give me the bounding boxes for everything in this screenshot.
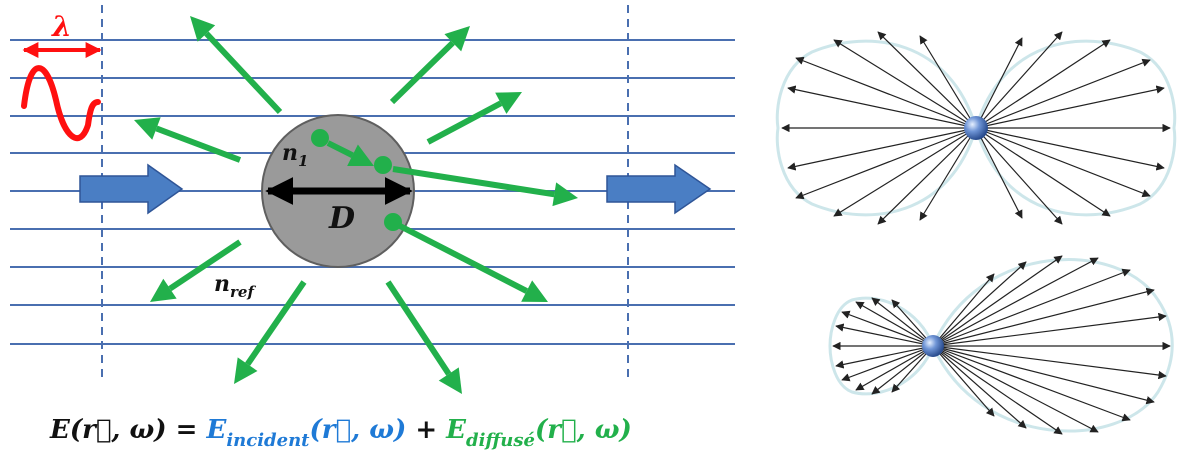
medium-index-label: nref — [214, 271, 256, 301]
ray-arrow — [795, 127, 977, 200]
ray-arrow — [932, 255, 1063, 347]
ray-arrow — [932, 345, 1063, 435]
ray-arrow — [975, 127, 1111, 217]
ray-arrow — [871, 297, 934, 347]
scattered-arrows — [134, 16, 522, 394]
ray-arrow — [932, 257, 1099, 347]
equation-incident: E — [205, 415, 227, 445]
incident-arrow-right — [606, 163, 712, 215]
scattered-arrow — [234, 280, 307, 384]
scattered-arrow — [426, 92, 522, 145]
equation-diffuse-args: (r⃗, ω) — [535, 415, 632, 445]
rayleigh-lobe-left — [775, 39, 978, 217]
ray-arrow — [919, 35, 977, 129]
wavelength-indicator: λ — [21, 10, 102, 141]
mie-lobe-forward — [931, 258, 1174, 433]
ray-arrow — [932, 268, 1131, 347]
ray-arrow — [787, 127, 977, 171]
scattered-arrow — [389, 26, 470, 105]
dipole-point — [374, 156, 392, 174]
equation-diffuse-sub: diffusé — [466, 430, 535, 451]
ray-arrow — [975, 58, 1151, 129]
equation-incident-sub: incident — [226, 430, 310, 451]
equation-lhs: E(r⃗, ω) = — [49, 415, 206, 445]
ray-arrow — [877, 31, 977, 129]
ray-arrow — [975, 127, 1165, 171]
ray-arrow — [975, 127, 1063, 225]
mie-rays — [832, 255, 1171, 435]
equation-incident-args: (r⃗, ω) — [309, 415, 406, 445]
ray-arrow — [833, 39, 977, 129]
ray-arrow — [975, 85, 1165, 129]
internal-scattering — [311, 129, 578, 302]
ray-arrow — [975, 39, 1111, 129]
scattered-arrow — [385, 280, 462, 394]
ray-arrow — [919, 127, 977, 221]
scattered-arrow — [150, 239, 242, 302]
ray-arrow — [855, 345, 934, 391]
ray-arrow — [932, 345, 1167, 380]
scattered-arrow — [398, 223, 548, 302]
field-equation: E(r⃗, ω) = Eincident(r⃗, ω) + Ediffusé(r… — [49, 415, 632, 451]
ray-arrow — [877, 127, 977, 225]
particle-index-label: n1 — [282, 140, 308, 170]
incident-arrow-left — [79, 163, 184, 215]
ray-arrow — [835, 345, 934, 369]
ray-arrow — [932, 345, 1131, 422]
ray-arrow — [932, 345, 1027, 429]
wavelength-label: λ — [51, 10, 72, 43]
rayleigh-pattern — [775, 31, 1177, 225]
ray-arrow — [932, 261, 1027, 347]
ray-arrow — [932, 345, 995, 417]
ray-arrow — [841, 345, 934, 382]
scattered-arrow — [190, 16, 283, 115]
internal-scattered-arrow — [326, 140, 374, 166]
ray-arrow — [975, 31, 1063, 129]
equation-diffuse: E — [445, 415, 467, 445]
ray-arrow — [932, 287, 1155, 347]
left-panel: λ D n1 nref — [10, 5, 735, 394]
ray-arrow — [787, 85, 977, 129]
ray-arrow — [833, 127, 977, 217]
wavelength-wave — [21, 65, 101, 141]
mie-particle — [922, 335, 944, 357]
equation-plus: + — [415, 415, 446, 445]
ray-arrow — [841, 310, 934, 347]
scattered-arrow — [134, 117, 242, 163]
dipole-point — [311, 129, 329, 147]
ray-arrow — [932, 312, 1167, 347]
ray-arrow — [855, 301, 934, 347]
ray-arrow — [795, 56, 977, 129]
dipole-point — [384, 213, 402, 231]
rayleigh-particle — [964, 116, 988, 140]
ray-arrow — [871, 345, 934, 395]
ray-arrow — [975, 127, 1151, 198]
ray-arrow — [975, 127, 1023, 219]
ray-arrow — [932, 345, 1155, 405]
ray-arrow — [932, 273, 995, 347]
rayleigh-lobe-right — [974, 39, 1177, 217]
mie-lobe-back — [828, 296, 935, 396]
rayleigh-rays — [781, 31, 1171, 225]
ray-arrow — [932, 345, 1099, 433]
ray-arrow — [835, 323, 934, 347]
mie-pattern — [828, 255, 1174, 435]
scattered-arrow — [392, 166, 578, 207]
ray-arrow — [975, 37, 1023, 129]
diameter-label: D — [328, 201, 355, 236]
